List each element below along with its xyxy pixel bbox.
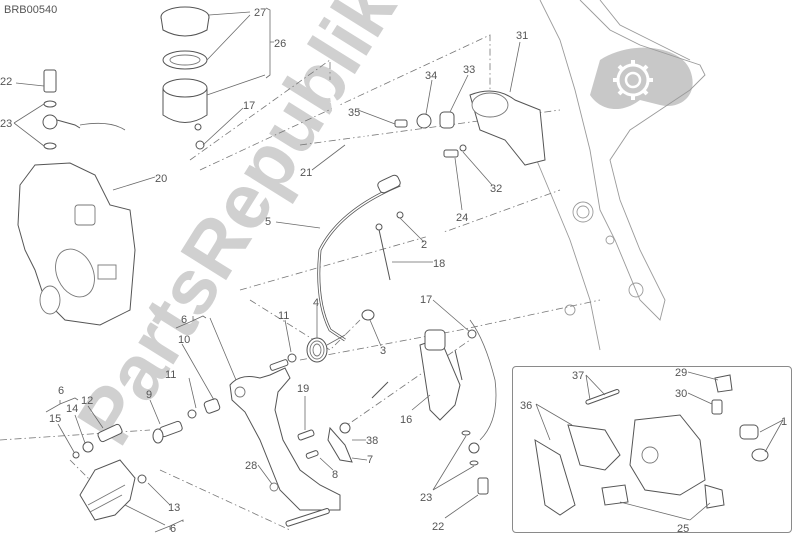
part-number-label[interactable]: 13 — [168, 502, 181, 514]
part-number-label[interactable]: 17 — [420, 294, 433, 306]
frame-outline — [519, 0, 706, 351]
part-number-label[interactable]: 24 — [456, 212, 469, 224]
part-number-label[interactable]: 25 — [677, 523, 690, 535]
part-number-label[interactable]: 26 — [274, 38, 287, 50]
part-number-label[interactable]: 17 — [243, 100, 256, 112]
part-number-label[interactable]: 38 — [366, 435, 379, 447]
part-number-label[interactable]: 22 — [432, 521, 445, 533]
part-number-label[interactable]: 9 — [146, 389, 153, 401]
part-number-label[interactable]: 5 — [265, 216, 272, 228]
banjo-bolt-lower — [461, 319, 497, 495]
rear-brake-caliper — [17, 162, 136, 326]
brake-pedal — [229, 367, 341, 527]
part-number-label[interactable]: 32 — [490, 183, 503, 195]
part-number-label[interactable]: 6 — [58, 385, 65, 397]
part-number-label[interactable]: 8 — [332, 469, 339, 481]
gear-icon — [613, 60, 653, 100]
part-number-label[interactable]: 4 — [313, 297, 320, 309]
part-number-label[interactable]: 10 — [178, 334, 191, 346]
part-number-label[interactable]: 35 — [348, 107, 361, 119]
part-number-label[interactable]: 20 — [155, 173, 168, 185]
part-number-label[interactable]: 6 — [181, 314, 188, 326]
part-number-label[interactable]: 19 — [297, 383, 310, 395]
part-number-label[interactable]: 15 — [49, 413, 62, 425]
part-number-label[interactable]: 1 — [781, 416, 788, 428]
part-number-label[interactable]: 6 — [170, 523, 177, 535]
pivot-parts — [152, 353, 297, 444]
return-spring — [306, 334, 346, 363]
part-number-label[interactable]: 7 — [367, 454, 374, 466]
rear-master-cylinder — [419, 329, 463, 421]
part-number-label[interactable]: 23 — [420, 492, 433, 504]
part-number-label[interactable]: 29 — [675, 367, 688, 379]
part-number-label[interactable]: 31 — [516, 30, 529, 42]
brake-fluid-reservoir — [160, 6, 210, 150]
part-number-label[interactable]: 28 — [245, 460, 258, 472]
diagram-code: BRB00540 — [4, 4, 58, 16]
part-number-label[interactable]: 21 — [300, 167, 313, 179]
part-number-label[interactable]: 18 — [433, 258, 446, 270]
part-number-label[interactable]: 30 — [675, 388, 688, 400]
linkage-parts — [269, 381, 389, 492]
pushrod-parts — [361, 211, 404, 321]
brake-pads-inset — [512, 366, 792, 533]
part-number-label[interactable]: 16 — [400, 414, 413, 426]
footpeg — [72, 423, 147, 521]
part-number-label[interactable]: 34 — [425, 70, 438, 82]
inset-parts — [534, 374, 769, 516]
part-number-label[interactable]: 27 — [254, 7, 267, 19]
bolts-24-32 — [443, 144, 467, 158]
part-number-label[interactable]: 33 — [463, 64, 476, 76]
part-number-label[interactable]: 3 — [380, 345, 387, 357]
part-number-label[interactable]: 12 — [81, 395, 94, 407]
part-number-label[interactable]: 22 — [0, 76, 13, 88]
banjo-bolt-left — [42, 69, 126, 150]
part-number-label[interactable]: 23 — [0, 118, 13, 130]
part-number-label[interactable]: 11 — [165, 369, 177, 381]
part-number-label[interactable]: 2 — [421, 239, 428, 251]
part-number-label[interactable]: 37 — [572, 370, 585, 382]
clamp-parts — [394, 90, 546, 166]
part-number-label[interactable]: 36 — [520, 400, 533, 412]
part-number-label[interactable]: 14 — [66, 403, 79, 415]
part-number-label[interactable]: 11 — [278, 310, 290, 322]
